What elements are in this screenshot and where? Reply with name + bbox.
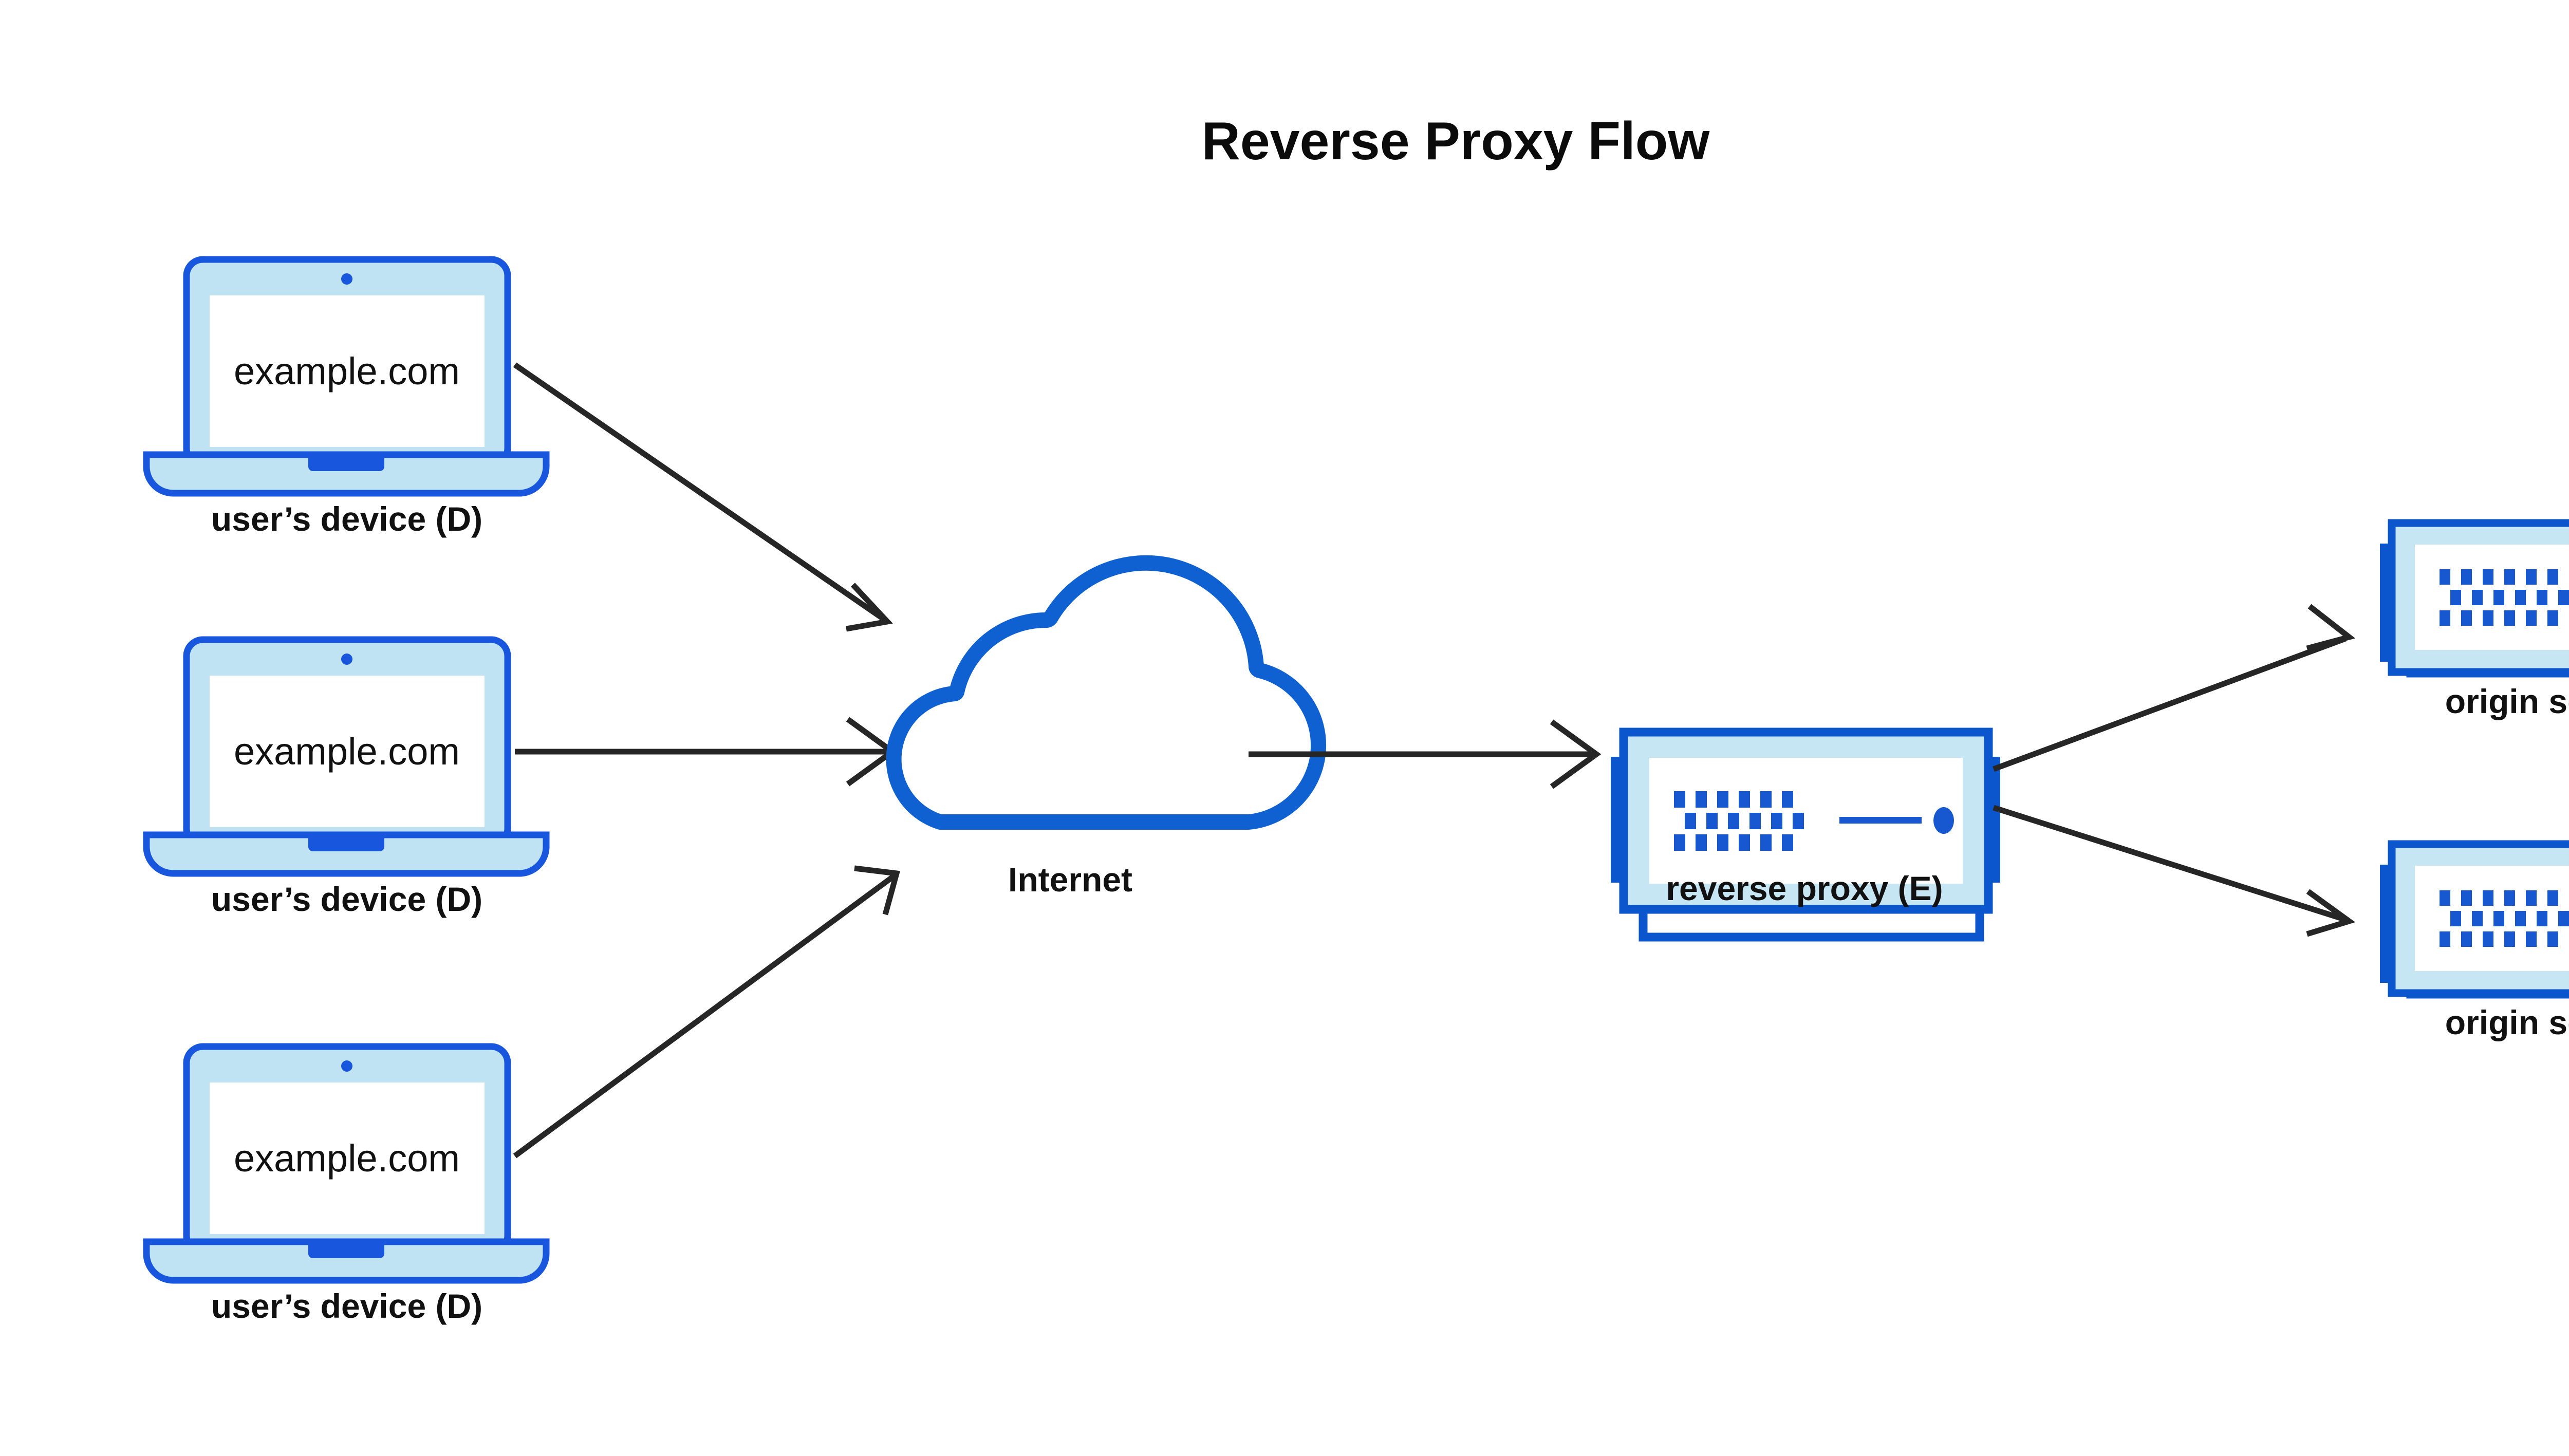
laptop-screen xyxy=(210,295,485,447)
server-led-grid xyxy=(2440,890,2569,947)
laptop-camera-icon xyxy=(341,1060,352,1072)
laptop-camera-icon xyxy=(341,273,352,285)
laptop-base xyxy=(143,831,550,877)
server-led-grid xyxy=(2440,569,2569,626)
laptop-icon xyxy=(143,636,550,877)
flow-arrow-proxy-to-origin2 xyxy=(1993,805,2356,937)
flow-arrow-client3-to-internet xyxy=(513,865,900,1159)
flow-arrow-client1-to-internet xyxy=(513,362,893,632)
laptop-screen xyxy=(210,1082,485,1234)
laptop-base xyxy=(143,1238,550,1284)
laptop-trackpad-notch xyxy=(308,457,384,471)
server-icon xyxy=(1611,727,2000,942)
client-screen-text: example.com xyxy=(234,1137,460,1180)
laptop-base xyxy=(143,451,550,497)
internet-node[interactable]: Internet xyxy=(886,555,1327,899)
laptop-icon xyxy=(143,256,550,497)
server-status-bar xyxy=(1839,817,1922,824)
client-node-3[interactable]: example.com user’s device (D) xyxy=(143,1043,550,1325)
proxy-node-label: reverse proxy (E) xyxy=(1666,869,1943,907)
page-title: Reverse Proxy Flow xyxy=(1202,111,1710,171)
server-led-grid xyxy=(1674,791,1804,851)
client-node-1[interactable]: example.com user’s device (D) xyxy=(143,256,550,538)
origin-node-2[interactable]: origin server (F) xyxy=(2380,840,2569,1041)
laptop-screen xyxy=(210,676,485,827)
client-label: user’s device (D) xyxy=(211,500,482,538)
client-screen-text: example.com xyxy=(234,350,460,393)
server-icon xyxy=(2380,840,2569,999)
cloud-icon xyxy=(886,555,1327,830)
flow-arrow-internet-to-proxy xyxy=(1249,719,1602,789)
laptop-trackpad-notch xyxy=(308,837,384,851)
laptop-camera-icon xyxy=(341,654,352,665)
client-label: user’s device (D) xyxy=(211,1287,482,1325)
origin-label: origin server (F) xyxy=(2445,1003,2569,1041)
origin-label: origin server (F) xyxy=(2445,682,2569,720)
client-screen-text: example.com xyxy=(234,730,460,773)
proxy-node[interactable] xyxy=(1611,727,2000,942)
flow-arrow-client2-to-internet xyxy=(515,717,898,787)
flow-arrow-proxy-to-origin1 xyxy=(1993,604,2356,772)
origin-node-1[interactable]: origin server (F) xyxy=(2380,519,2569,720)
laptop-icon xyxy=(143,1043,550,1284)
server-status-dot-icon xyxy=(1933,807,1954,834)
client-label: user’s device (D) xyxy=(211,880,482,918)
laptop-trackpad-notch xyxy=(308,1244,384,1258)
internet-label: Internet xyxy=(1008,861,1132,899)
client-node-2[interactable]: example.com user’s device (D) xyxy=(143,636,550,918)
server-icon xyxy=(2380,519,2569,678)
